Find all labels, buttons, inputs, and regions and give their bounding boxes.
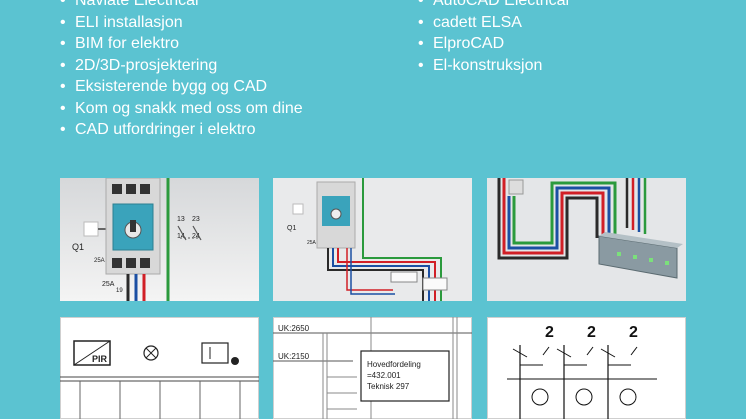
wiring-3d-render-drawing <box>487 178 686 301</box>
sensor-label: PIR <box>92 354 108 364</box>
panel-room: Teknisk 297 <box>367 382 410 391</box>
level-label-top: UK:2650 <box>278 324 310 333</box>
list-item-continuation: CAD utfordringer i elektro <box>60 119 360 141</box>
floor-plan-image: UK:2650 UK:2150 Hovedfordeling =432.001 … <box>273 317 472 419</box>
circuit-number: 2 <box>629 324 638 341</box>
list-item-text: CAD utfordringer i elektro <box>75 121 256 138</box>
wire-label: 19 <box>116 288 123 294</box>
list-item: ElproCAD <box>418 33 718 55</box>
rating-label-top: 25A <box>94 258 105 264</box>
list-item: cadett ELSA <box>418 12 718 34</box>
wiring-3d-render-image <box>487 178 686 301</box>
feature-list-right: AutoCAD Electrical cadett ELSA ElproCAD … <box>418 0 718 76</box>
list-item: Kom og snakk med oss om dine <box>60 98 360 120</box>
list-item: Eksisterende bygg og CAD <box>60 76 360 98</box>
panel-id: =432.001 <box>367 371 401 380</box>
terminal-label: 14 <box>177 233 185 240</box>
feature-list-left: Naviate Electrical ELI installasjon BIM … <box>60 0 360 141</box>
terminal-label: 24 <box>192 233 200 240</box>
breaker-wiring-drawing: Q1 25A <box>273 178 472 301</box>
schematic-image: 2 2 2 <box>487 317 686 419</box>
list-item: BIM for elektro <box>60 33 360 55</box>
list-item: AutoCAD Electrical <box>418 0 718 12</box>
component-label: Q1 <box>72 242 84 252</box>
component-label: Q1 <box>287 225 296 232</box>
level-label-bottom: UK:2150 <box>278 352 310 361</box>
list-item: El-konstruksjon <box>418 55 718 77</box>
circuit-number: 2 <box>587 324 596 341</box>
rating-label: 25A <box>307 240 317 246</box>
list-item: Naviate Electrical <box>60 0 360 12</box>
floor-plan-drawing: UK:2650 UK:2150 Hovedfordeling =432.001 … <box>273 317 472 419</box>
rating-label-bottom: 25A <box>102 281 115 288</box>
symbols-2d-drawing: PIR <box>60 317 259 419</box>
breaker-wiring-image: Q1 25A <box>273 178 472 301</box>
schematic-drawing: 2 2 2 <box>487 317 686 419</box>
list-item: ELI installasjon <box>60 12 360 34</box>
breaker-render-image: Q1 25A 25A 13 23 14 24 19 <box>60 178 259 301</box>
symbols-2d-image: PIR <box>60 317 259 419</box>
circuit-number: 2 <box>545 324 554 341</box>
terminal-label: 13 <box>177 216 185 223</box>
list-item: 2D/3D-prosjektering <box>60 55 360 77</box>
breaker-render-drawing: Q1 25A 25A 13 23 14 24 19 <box>60 178 259 301</box>
terminal-label: 23 <box>192 216 200 223</box>
panel-name: Hovedfordeling <box>367 360 421 369</box>
